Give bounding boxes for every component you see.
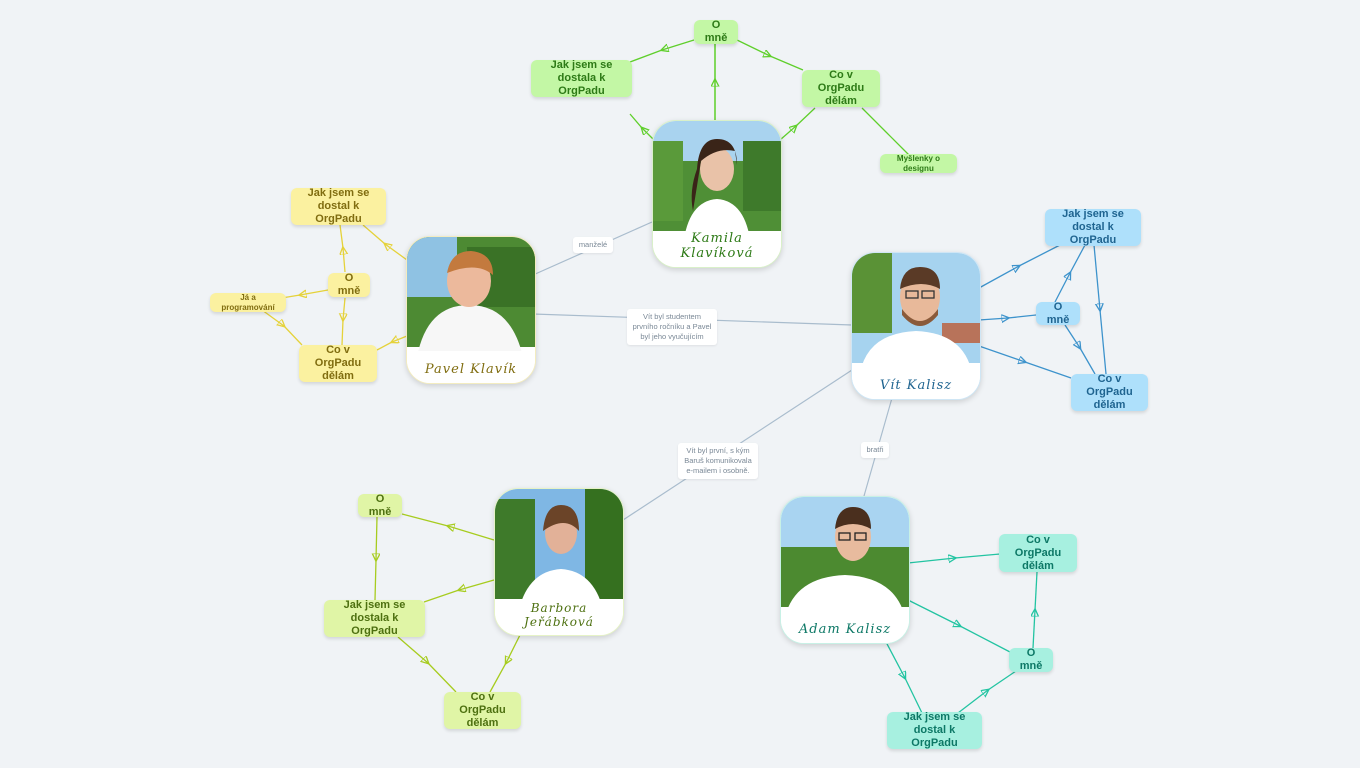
pavel-about-node[interactable]: O mně: [328, 272, 370, 297]
barbora-how-node[interactable]: Jak jsem se dostala k OrgPadu: [324, 599, 425, 637]
adam-photo: [781, 497, 909, 643]
vit-photo: [852, 253, 980, 399]
barbora-photo: [495, 489, 623, 635]
kamila-what-node[interactable]: Co v OrgPadu dělám: [802, 69, 880, 107]
person-card-adam[interactable]: Adam Kalisz: [780, 496, 910, 644]
barbora-what-node[interactable]: Co v OrgPadu dělám: [444, 691, 521, 729]
person-card-pavel[interactable]: Pavel Klavík: [406, 236, 536, 384]
vit-about-node[interactable]: O mně: [1036, 301, 1080, 326]
kamila-how-node[interactable]: Jak jsem se dostala k OrgPadu: [531, 59, 632, 97]
barbora-about-node[interactable]: O mně: [358, 493, 402, 518]
pavel-how-node[interactable]: Jak jsem se dostal k OrgPadu: [291, 187, 386, 225]
kamila-about-node[interactable]: O mně: [694, 19, 738, 44]
kamila-extra-node[interactable]: Myšlenky o designu: [880, 154, 957, 173]
person-card-kamila[interactable]: Kamila Klavíková: [652, 120, 782, 268]
vit-what-node[interactable]: Co v OrgPadu dělám: [1071, 373, 1148, 411]
person-name-vit: Vít Kalisz: [879, 378, 953, 393]
vit-how-node[interactable]: Jak jsem se dostal k OrgPadu: [1045, 208, 1141, 246]
relation-label-contact[interactable]: Vít byl první, s kým Baruš komunikovala …: [678, 443, 758, 479]
person-name-pavel: Pavel Klavík: [424, 362, 518, 377]
pavel-photo: [407, 237, 535, 383]
adam-what-node[interactable]: Co v OrgPadu dělám: [999, 534, 1077, 572]
pavel-extra-node[interactable]: Já a programování: [210, 293, 286, 312]
person-card-vit[interactable]: Vít Kalisz: [851, 252, 981, 400]
person-name-kamila: Kamila Klavíková: [680, 231, 754, 261]
relation-label-student[interactable]: Vít byl studentem prvního ročníku a Pave…: [627, 309, 717, 345]
person-card-barbora[interactable]: Barbora Jeřábková: [494, 488, 624, 636]
kamila-photo: [653, 121, 781, 267]
adam-about-node[interactable]: O mně: [1009, 647, 1053, 672]
relation-label-brothers[interactable]: bratři: [861, 442, 889, 458]
pavel-what-node[interactable]: Co v OrgPadu dělám: [299, 344, 377, 382]
adam-how-node[interactable]: Jak jsem se dostal k OrgPadu: [887, 711, 982, 749]
relation-label-married[interactable]: manželé: [573, 237, 613, 253]
person-name-adam: Adam Kalisz: [798, 622, 892, 637]
person-name-barbora: Barbora Jeřábková: [524, 601, 594, 629]
